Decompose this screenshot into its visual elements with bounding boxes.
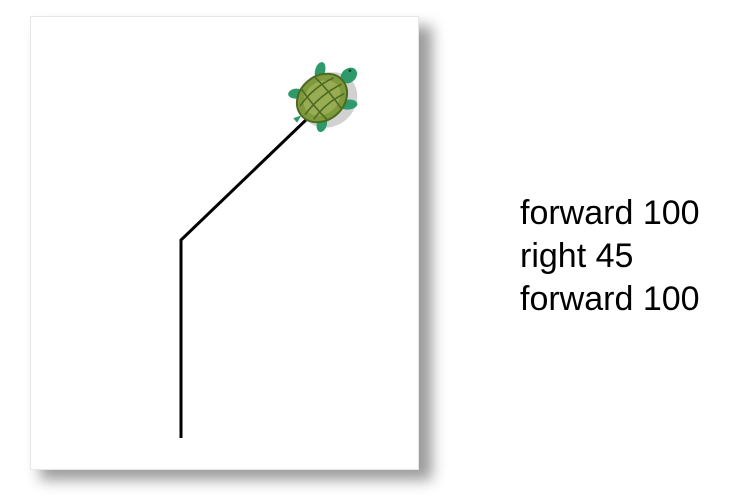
command-list: forward 100 right 45 forward 100 (520, 192, 745, 321)
turtle-tail (293, 115, 302, 123)
command-forward-2: forward 100 (520, 280, 700, 318)
drawing-canvas (30, 16, 419, 470)
command-right: right 45 (520, 237, 634, 275)
command-forward-1: forward 100 (520, 194, 700, 232)
turtle-path (179, 116, 310, 438)
turtle-head (340, 67, 358, 84)
turtle-icon (288, 62, 358, 133)
